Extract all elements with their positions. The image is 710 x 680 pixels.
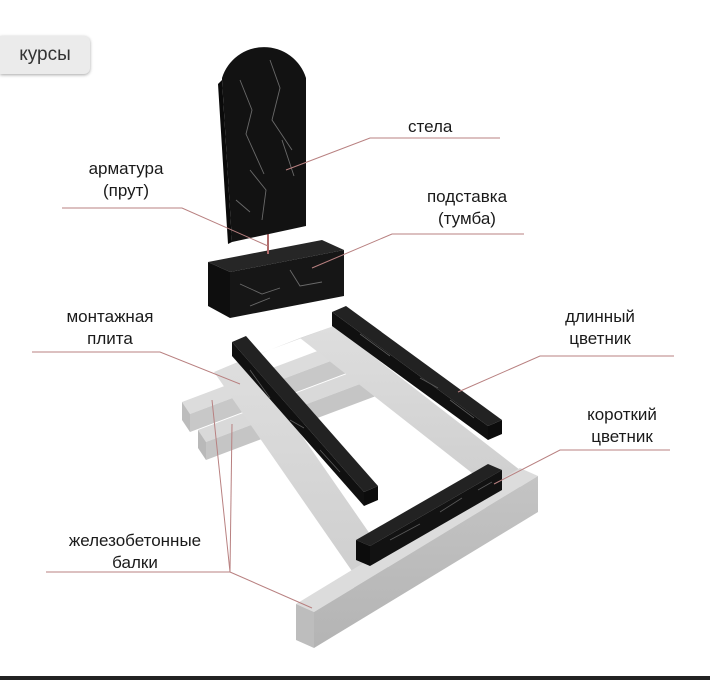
courses-button[interactable]: курсы xyxy=(0,36,90,74)
label-dlinny-text: длинный xyxy=(565,307,635,326)
short-flowerbed xyxy=(356,464,502,566)
pedestal xyxy=(208,240,344,318)
label-montazh-sub: плита xyxy=(87,329,133,348)
label-balki-sub: балки xyxy=(112,553,158,572)
label-dlinny: длинный цветник xyxy=(552,306,648,350)
label-montazh-text: монтажная xyxy=(66,307,154,326)
label-korotky-text: короткий xyxy=(587,405,657,424)
long-flowerbed-left xyxy=(232,336,378,506)
label-balki-text: железобетонные xyxy=(68,531,202,550)
label-korotky-sub: цветник xyxy=(591,427,653,446)
label-dlinny-sub: цветник xyxy=(569,329,631,348)
label-armatura: арматура (прут) xyxy=(76,158,176,202)
label-balki: железобетонные балки xyxy=(52,530,218,574)
label-montazh: монтажная плита xyxy=(52,306,168,350)
label-korotky: короткий цветник xyxy=(574,404,670,448)
long-flowerbed-right xyxy=(332,306,502,440)
label-armatura-sub: (прут) xyxy=(102,181,150,200)
bottom-border xyxy=(0,676,710,680)
label-podstavka-sub: (тумба) xyxy=(438,209,496,228)
stele xyxy=(218,47,306,244)
label-stela: стела xyxy=(408,116,452,138)
label-stela-text: стела xyxy=(408,117,453,136)
label-podstavka-text: подставка xyxy=(426,187,508,206)
label-podstavka: подставка (тумба) xyxy=(412,186,522,230)
leader-lines xyxy=(32,137,674,609)
label-armatura-text: арматура xyxy=(88,159,164,178)
